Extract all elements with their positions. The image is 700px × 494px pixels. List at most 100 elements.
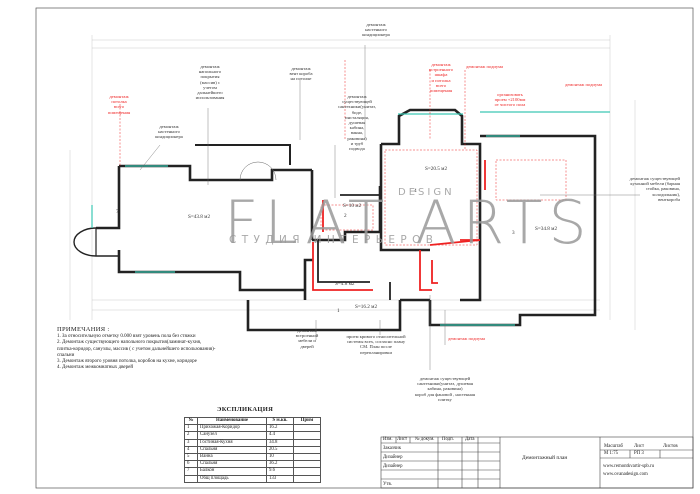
area-room7: S=16.2 м2: [355, 304, 378, 310]
watermark-brand: FLAT ARTS: [224, 188, 593, 258]
label-podium-bottom: демонтаж подиума: [448, 336, 486, 341]
cell: 34.8: [266, 438, 294, 447]
note-item: 1. За относительную отметку 0.000 взят у…: [57, 334, 196, 340]
notes-title: ПРИМЕЧАНИЯ :: [57, 326, 110, 333]
label-wall-cut: проем кривого относительной системы всех…: [346, 334, 406, 355]
cell: Общ площадь: [197, 474, 267, 483]
col-header: №: [184, 416, 198, 426]
col-header: S м.кв.: [266, 416, 294, 426]
cell: 4.4: [266, 431, 294, 440]
watermark-design: DESIGN: [398, 187, 455, 198]
tb-row: Заказчик: [383, 446, 402, 451]
area-room5: S=10 м2: [343, 203, 362, 209]
label-podium-right: демонтаж подиума: [565, 82, 603, 87]
cell: Гостиная-Кухня: [197, 438, 267, 447]
tb-sheets-label: Листов: [663, 444, 678, 449]
cell: [293, 431, 321, 440]
tb-col: Лист: [397, 437, 408, 442]
demolition-red: [312, 160, 486, 291]
tb-row: Дизайнер: [383, 464, 403, 469]
sheet-frame: [35, 7, 694, 489]
cell: 6: [184, 460, 198, 469]
label-ceiling-left: демонтаж потолка всего помещения: [107, 94, 131, 115]
watermark-subtitle: СТУДИЯ ИНТЕРЬЕРОВ: [229, 234, 439, 246]
room-number-3: 3: [512, 230, 515, 236]
dimension-lines: [69, 35, 636, 330]
cell: [293, 438, 321, 447]
label-vent-box: демонтаж вент короба на потолке: [289, 66, 313, 82]
room-number-1: 1: [337, 308, 340, 314]
label-ac-top: демонтаж настенного кондиционера: [362, 22, 390, 38]
cell: [293, 445, 321, 454]
cell: 5: [184, 452, 198, 462]
room-number-4: 4: [414, 188, 417, 194]
tb-sheet-label: Лист: [634, 444, 645, 449]
note-item: 2. Демонтаж существующего напольного пок…: [57, 340, 216, 358]
label-builtin-furniture: демонтаж встроенной мебели и дверей: [295, 328, 319, 349]
cell: Санузел: [197, 431, 267, 440]
tb-row: Дизайнер: [383, 455, 403, 460]
tb-col: Изм.: [383, 437, 393, 442]
table-header-row: № Наименование S м.кв. Прим: [184, 416, 321, 426]
area-living: S=43.8 м2: [188, 214, 211, 220]
label-opening: организовать проем +2100мм от чистого по…: [494, 92, 526, 108]
area-room4: S=20.5 м2: [425, 166, 448, 172]
note-item: 4. Демонтаж межкомнатных дверей: [57, 365, 134, 371]
cell: 7: [184, 467, 198, 476]
cell: [293, 424, 321, 433]
cell: 3: [184, 438, 198, 447]
cell: Прихожая-Коридор: [197, 424, 267, 433]
cell: 133: [266, 474, 294, 483]
tb-col: Подп.: [442, 437, 454, 442]
explication-title: ЭКСПЛИКАЦИЯ: [217, 406, 274, 413]
cell: Спальня: [197, 460, 267, 469]
drawing-title: Демонтажный план: [522, 455, 568, 461]
cell: [293, 467, 321, 476]
tb-scale: М 1:75: [604, 451, 618, 456]
label-builtin-ceiling: демонтаж встроенного шкафа и потолка все…: [428, 62, 454, 94]
cell: 16.2: [266, 424, 294, 433]
label-sanitary: демонтаж существующей сантехники(унитаз,…: [337, 94, 377, 152]
cell: 10: [266, 452, 294, 462]
area-room6: S=4.8 м2: [335, 281, 355, 287]
room-number-7: 7: [116, 209, 119, 215]
windows: [91, 111, 610, 326]
label-sanitary-bottom: демонтаж существующей сантехники(унитаз,…: [414, 376, 476, 402]
cell: 9.6: [266, 467, 294, 476]
walls: [96, 108, 597, 332]
cell: [293, 474, 321, 483]
cell: [184, 474, 198, 483]
col-header: Прим: [293, 416, 321, 426]
tb-col: № докум.: [415, 437, 435, 442]
area-room3: S=34.8 м2: [535, 226, 558, 232]
room-number-2: 2: [344, 213, 347, 219]
tb-approve: Утв.: [383, 482, 392, 487]
notes-block: ПРИМЕЧАНИЯ : 1. За относительную отметку…: [57, 326, 217, 371]
tb-web-1: www.remontkvartir-spb.ru: [603, 464, 655, 469]
label-floor-podium: демонтаж подиума: [466, 64, 504, 69]
cell: Ванна: [197, 452, 267, 462]
cell: 2: [184, 431, 198, 440]
note-item: 3. Демонтаж второго уровня потолка, коро…: [57, 359, 197, 365]
cell: 4: [184, 445, 198, 454]
balcony-arc: [73, 227, 119, 257]
leader-lines: [139, 45, 640, 370]
label-floor-cover: демонтаж напольного покрытия (массив) с …: [195, 64, 225, 101]
cell: Балкон: [197, 467, 267, 476]
tb-col: Дата: [465, 437, 475, 442]
label-kitchen-furniture: демонтаж существующей кухонной мебели (б…: [629, 176, 680, 202]
label-ac-left: демонтаж настенного кондиционера: [155, 124, 183, 140]
cell: Спальня: [197, 445, 267, 454]
cell: [293, 460, 321, 469]
